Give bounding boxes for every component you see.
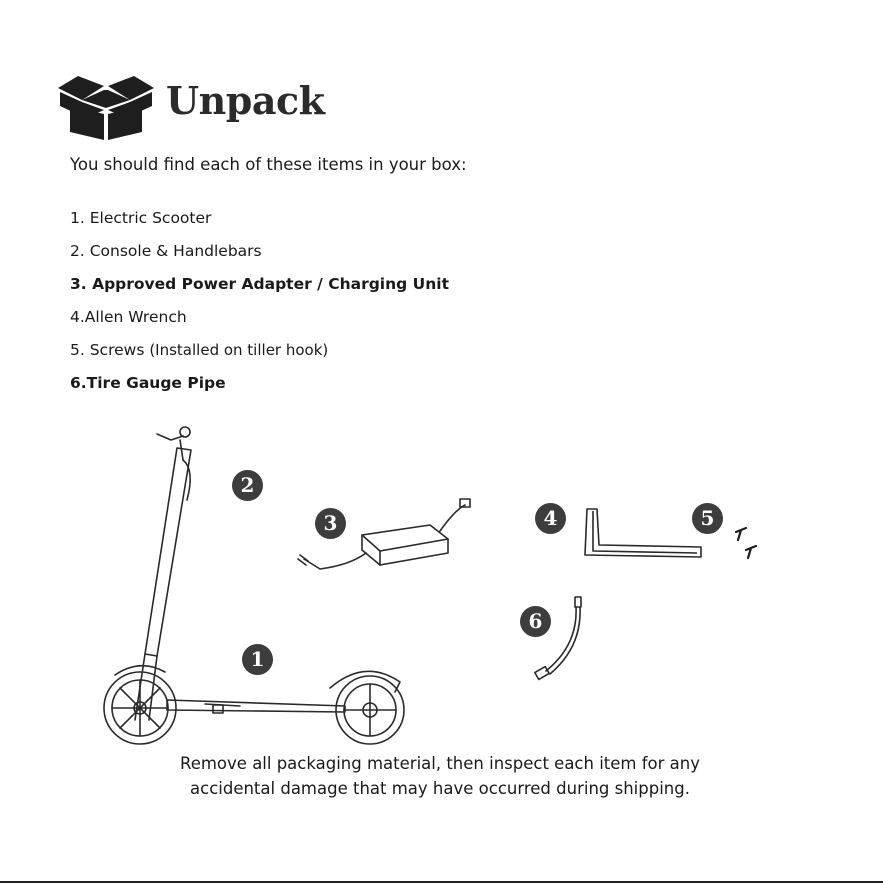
charger-illustration	[297, 498, 471, 570]
item-note: (Installed on tiller hook)	[149, 341, 329, 359]
item-label: 5. Screws	[70, 341, 150, 359]
item-list: 1. Electric Scooter 2. Console & Handleb…	[70, 207, 449, 405]
footer-line-1: Remove all packaging material, then insp…	[179, 754, 700, 773]
footer-instructions: Remove all packaging material, then insp…	[90, 751, 790, 801]
item-label: 6.Tire Gauge Pipe	[70, 374, 226, 392]
badge-4: 4	[535, 503, 566, 534]
allen-wrench-illustration	[584, 508, 702, 558]
page-title: Unpack	[166, 78, 325, 123]
footer-line-2: accidental damage that may have occurred…	[190, 779, 690, 798]
open-box-icon	[56, 70, 156, 142]
screws-illustration	[734, 526, 758, 560]
list-item: 5. Screws (Installed on tiller hook)	[70, 339, 449, 372]
list-item: 1. Electric Scooter	[70, 207, 449, 240]
badge-2: 2	[232, 470, 263, 501]
item-label: 1. Electric Scooter	[70, 209, 212, 227]
item-label: 4.Allen Wrench	[70, 308, 187, 326]
badge-5: 5	[692, 503, 723, 534]
badge-1: 1	[242, 644, 273, 675]
tire-gauge-pipe-illustration	[534, 596, 582, 681]
list-item: 2. Console & Handlebars	[70, 240, 449, 273]
bottom-divider	[0, 881, 883, 883]
badge-6: 6	[520, 606, 551, 637]
badge-3: 3	[315, 508, 346, 539]
intro-text: You should find each of these items in y…	[70, 155, 467, 174]
item-label: 2. Console & Handlebars	[70, 242, 262, 260]
item-label: 3. Approved Power Adapter / Charging Uni…	[70, 275, 449, 293]
list-item: 4.Allen Wrench	[70, 306, 449, 339]
scooter-illustration	[103, 426, 405, 745]
list-item: 6.Tire Gauge Pipe	[70, 372, 449, 405]
list-item: 3. Approved Power Adapter / Charging Uni…	[70, 273, 449, 306]
